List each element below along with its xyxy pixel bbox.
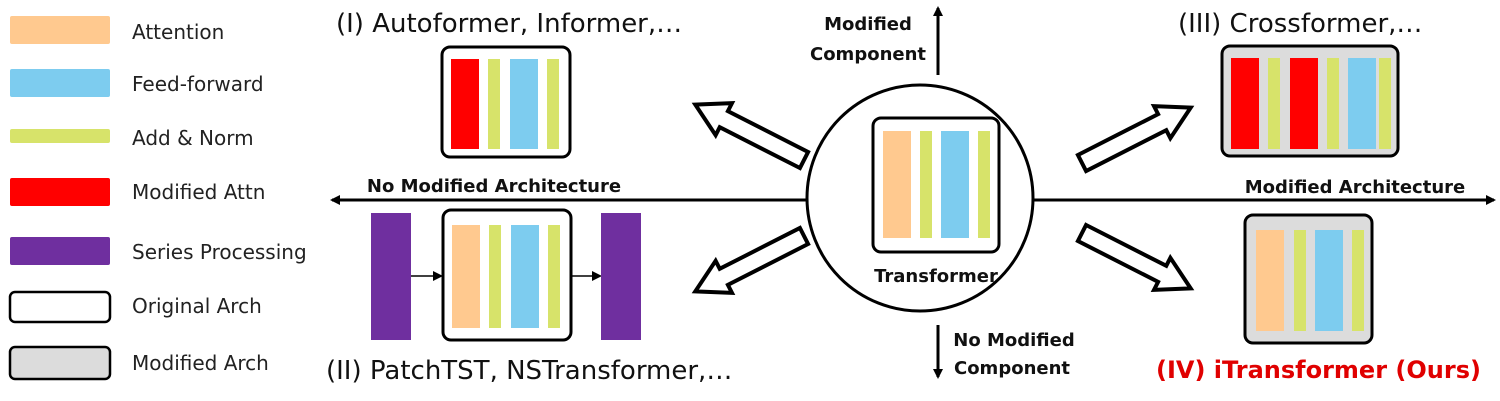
legend-label-original-arch: Original Arch bbox=[132, 294, 262, 318]
block-add-norm bbox=[547, 59, 559, 149]
quadrant-2-caption: (II) PatchTST, NSTransformer,… bbox=[326, 356, 732, 386]
legend-swatch-series-processing bbox=[10, 237, 110, 265]
block-add-norm bbox=[489, 225, 501, 328]
block-modified-attn bbox=[1231, 58, 1259, 149]
legend-item-modified-arch: Modified Arch bbox=[8, 345, 269, 381]
quadrant-4: (IV) iTransformer (Ours) bbox=[1156, 213, 1481, 384]
legend-swatch-attention bbox=[10, 16, 110, 44]
hollow-arrow-to-q4 bbox=[1075, 222, 1195, 293]
block-attention bbox=[452, 225, 480, 328]
hollow-arrow-to-q3 bbox=[1075, 103, 1195, 174]
legend-swatch-feed-forward bbox=[10, 69, 110, 97]
block-add-norm bbox=[488, 59, 500, 149]
quadrant-3: (III) Crossformer,… bbox=[1178, 9, 1422, 158]
block-feed-forward bbox=[1348, 58, 1376, 149]
block-add-norm bbox=[1294, 230, 1306, 331]
block-feed-forward bbox=[510, 59, 538, 149]
legend-label-add-norm: Add & Norm bbox=[132, 126, 254, 150]
block-attention bbox=[1256, 230, 1284, 331]
axis-label-up-line2: Component bbox=[810, 44, 926, 65]
axis-label-right: Modified Architecture bbox=[1245, 177, 1465, 198]
legend-label-modified-attn: Modified Attn bbox=[132, 180, 265, 204]
block-feed-forward bbox=[511, 225, 539, 328]
block-add-norm bbox=[978, 131, 990, 238]
axis-label-left: No Modified Architecture bbox=[367, 176, 621, 197]
block-add-norm bbox=[1268, 58, 1280, 149]
block-modified-attn bbox=[1290, 58, 1318, 149]
series-processing-block-out bbox=[601, 213, 641, 340]
axis-label-down-line1: No Modified bbox=[953, 330, 1074, 351]
block-add-norm bbox=[920, 131, 932, 238]
block-modified-attn bbox=[451, 59, 479, 149]
legend-item-original-arch: Original Arch bbox=[8, 290, 262, 324]
legend-label-modified-arch: Modified Arch bbox=[132, 351, 269, 375]
block-add-norm bbox=[1352, 230, 1364, 331]
block-feed-forward bbox=[941, 131, 969, 238]
legend-item-modified-attn: Modified Attn bbox=[10, 178, 265, 206]
legend-swatch-modified-attn bbox=[10, 178, 110, 206]
legend-label-series-processing: Series Processing bbox=[132, 240, 307, 264]
block-feed-forward bbox=[1315, 230, 1343, 331]
hollow-arrows bbox=[691, 100, 1195, 296]
hollow-arrow-to-q2 bbox=[691, 225, 811, 296]
hollow-arrow-to-q1 bbox=[691, 100, 811, 171]
legend-label-attention: Attention bbox=[132, 20, 224, 44]
quadrant-1: (I) Autoformer, Informer,… bbox=[336, 9, 682, 159]
legend-swatch-modified-arch bbox=[8, 345, 112, 381]
legend-swatch-add-norm bbox=[10, 129, 110, 143]
legend-item-feed-forward: Feed-forward bbox=[10, 69, 264, 97]
quadrant-2: (II) PatchTST, NSTransformer,… bbox=[326, 208, 732, 386]
block-add-norm bbox=[1379, 58, 1391, 149]
center-label: Transformer bbox=[874, 266, 998, 287]
quadrant-1-caption: (I) Autoformer, Informer,… bbox=[336, 9, 682, 39]
legend-label-feed-forward: Feed-forward bbox=[132, 72, 264, 96]
series-processing-block-in bbox=[371, 213, 411, 340]
legend-item-series-processing: Series Processing bbox=[10, 237, 307, 265]
legend-item-add-norm: Add & Norm bbox=[10, 126, 254, 150]
quadrant-3-caption: (III) Crossformer,… bbox=[1178, 9, 1422, 39]
block-attention bbox=[883, 131, 911, 238]
block-add-norm bbox=[1327, 58, 1339, 149]
axes: Modified Component No Modified Component… bbox=[330, 6, 1496, 379]
legend-swatch-original-arch bbox=[8, 290, 112, 324]
axis-label-up-line1: Modified bbox=[824, 14, 912, 35]
center-transformer: Transformer bbox=[805, 83, 1035, 313]
block-add-norm bbox=[548, 225, 560, 328]
quadrant-4-caption: (IV) iTransformer (Ours) bbox=[1156, 356, 1481, 384]
legend: Attention Feed-forward Add & Norm Modifi… bbox=[8, 16, 307, 381]
legend-item-attention: Attention bbox=[10, 16, 224, 44]
axis-label-down-line2: Component bbox=[954, 358, 1070, 379]
